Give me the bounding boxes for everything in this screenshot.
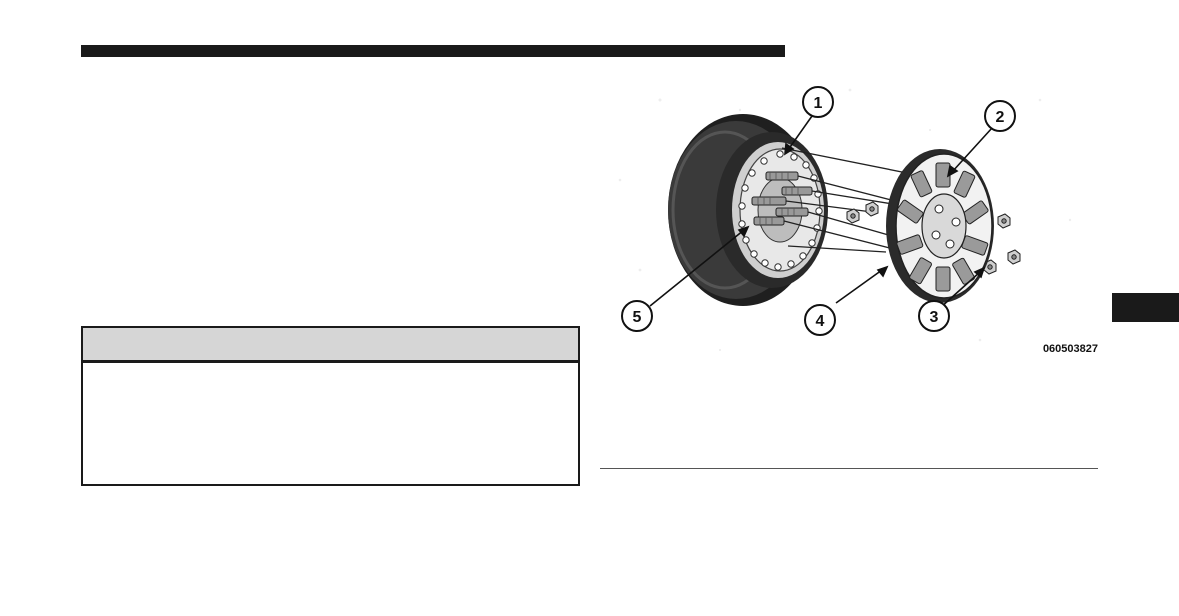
callout-3: 3 — [918, 300, 950, 332]
callout-4: 4 — [804, 304, 836, 336]
chapter-tab — [1112, 293, 1179, 322]
callout-4-label: 4 — [816, 313, 825, 330]
wheel-cover — [886, 149, 994, 303]
lug-nut-2 — [865, 201, 879, 217]
callout-2-label: 2 — [996, 109, 1005, 126]
lug-nut-3 — [997, 213, 1011, 229]
callout-5: 5 — [621, 300, 653, 332]
lug-nut-4 — [1007, 249, 1021, 265]
warning-box — [81, 326, 580, 486]
top-rule — [81, 45, 785, 57]
lug-nut-1 — [846, 208, 860, 224]
callout-2: 2 — [984, 100, 1016, 132]
hub-studs — [751, 171, 813, 243]
callout-1: 1 — [802, 86, 834, 118]
section-divider — [600, 468, 1098, 469]
figure-code: 060503827 — [1042, 343, 1098, 355]
wheel-assembly-illustration: 1 2 3 4 5 — [600, 70, 1100, 370]
wheel-assembly-svg: 1 2 3 4 5 — [618, 86, 1072, 352]
callout-3-label: 3 — [930, 309, 939, 326]
callout-1-label: 1 — [814, 95, 823, 112]
warning-header — [83, 328, 578, 363]
lug-nuts — [846, 201, 1021, 275]
callout-leaders — [649, 115, 993, 309]
callout-5-label: 5 — [633, 309, 642, 326]
